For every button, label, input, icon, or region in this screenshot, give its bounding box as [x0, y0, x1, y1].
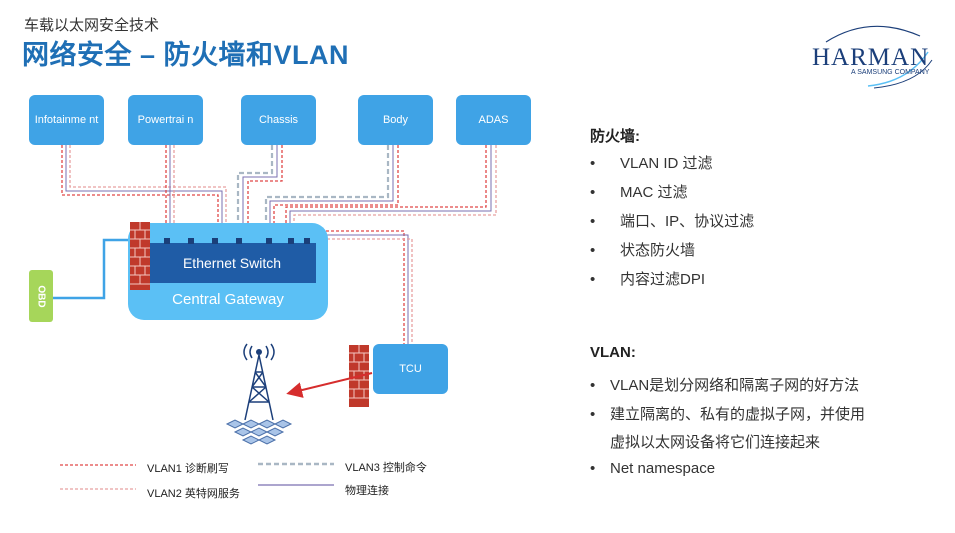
firewall-heading: 防火墙: — [590, 128, 640, 145]
legend-physical: 物理连接 — [345, 485, 389, 497]
firewall-item: •内容过滤DPI — [590, 271, 706, 288]
tcu-arrow-icon — [286, 372, 373, 398]
switch-port — [288, 238, 294, 244]
legend-swatches — [60, 462, 334, 490]
legend-vlan1: VLAN1 诊断刷写 — [147, 463, 229, 475]
tcu-node: TCU — [373, 344, 448, 394]
vlan-heading: VLAN: — [590, 344, 636, 361]
ethernet-switch: Ethernet Switch — [148, 243, 316, 283]
diagram-wires — [53, 145, 497, 345]
slide-title: 网络安全 – 防火墙和VLAN — [22, 40, 350, 70]
firewall-item: •状态防火墙 — [590, 242, 696, 259]
switch-port — [188, 238, 194, 244]
obd-port — [29, 270, 53, 322]
vlan-item: •VLAN是划分网络和隔离子网的好方法 — [590, 377, 860, 394]
ecu-powertrain: Powertrai n — [128, 95, 203, 145]
legend-vlan2: VLAN2 英特网服务 — [147, 488, 240, 500]
logo-tagline: A SAMSUNG COMPANY — [851, 69, 930, 76]
firewall-item: •MAC 过滤 — [590, 184, 688, 201]
obd-label: OBD — [35, 284, 47, 308]
switch-port — [304, 238, 310, 244]
switch-port — [236, 238, 242, 244]
vlan-item: •Net namespace — [590, 460, 716, 477]
vlan-item: •建立隔离的、私有的虚拟子网，并使用 — [590, 406, 866, 423]
wire-chassis — [236, 145, 283, 240]
switch-port — [266, 238, 272, 244]
vlan-item-continuation: 虚拟以太网设备将它们连接起来 — [610, 434, 821, 451]
logo-brand: HARMAN — [812, 44, 930, 71]
wire-body — [264, 145, 399, 240]
central-gateway-label: Central Gateway — [172, 291, 284, 308]
ecu-chassis: Chassis — [241, 95, 316, 145]
wire-infotainment — [61, 145, 227, 240]
gateway-firewall-icon — [130, 222, 150, 290]
switch-ports — [164, 238, 310, 244]
logo-swoosh-icon — [825, 25, 933, 89]
harman-logo: HARMAN A SAMSUNG COMPANY — [808, 22, 933, 90]
cell-tower-icon — [225, 343, 293, 445]
wire-obd — [53, 238, 150, 300]
slide-subtitle: 车载以太网安全技术 — [24, 17, 160, 34]
legend-vlan3: VLAN3 控制命令 — [345, 462, 427, 474]
ecu-body: Body — [358, 95, 433, 145]
ecu-infotainment: Infotainme nt — [29, 95, 104, 145]
switch-port — [212, 238, 218, 244]
firewall-item: •VLAN ID 过滤 — [590, 155, 713, 172]
switch-port — [164, 238, 170, 244]
ecu-adas: ADAS — [456, 95, 531, 145]
firewall-item: •端口、IP、协议过滤 — [590, 213, 755, 230]
